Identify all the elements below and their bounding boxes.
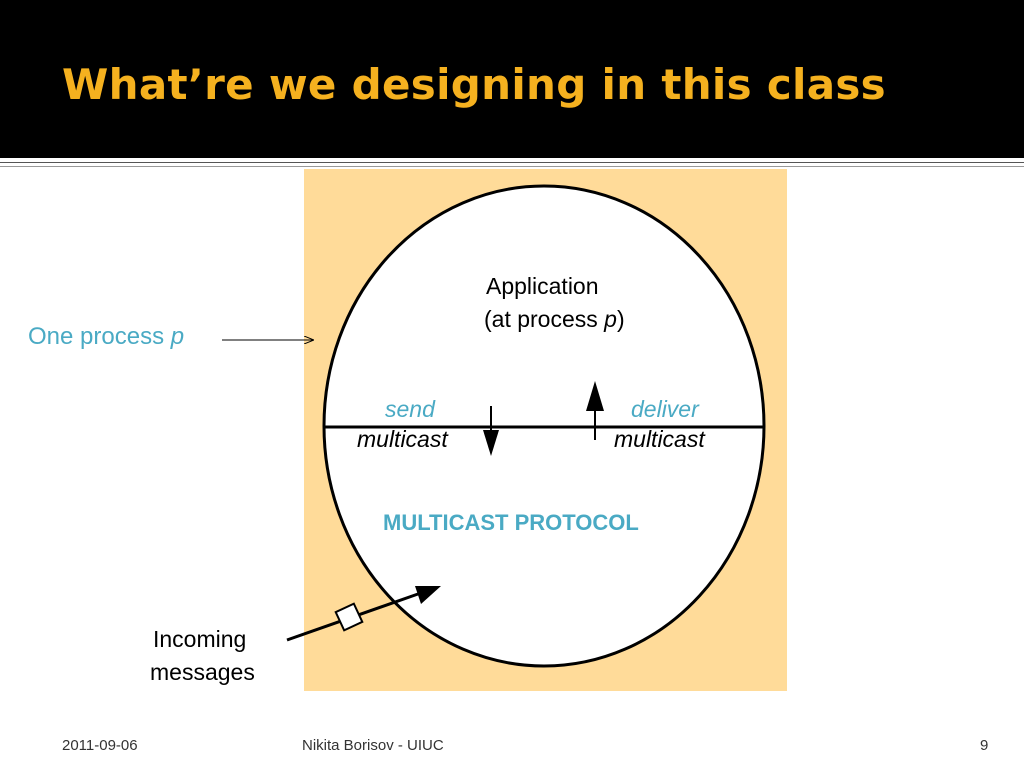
at-process-text: (at process [484,306,605,332]
deliver-arrow [586,381,604,440]
at-process-var: p [604,306,617,332]
message-packet-icon [334,602,364,632]
send-multicast-label: multicast [357,426,448,452]
process-var: p [170,323,185,350]
application-text: Application [486,273,599,299]
send-arrow [483,406,499,456]
multicast-protocol-label: MULTICAST PROTOCOL [383,510,639,535]
footer-page-number: 9 [980,737,989,754]
footer-date: 2011-09-06 [62,737,138,754]
at-process-suffix: ) [616,306,625,332]
footer-author: Nikita Borisov - UIUC [302,737,444,754]
process-label: One process p [28,323,184,351]
send-label: send [385,396,435,422]
title-bar: What’re we designing in this class [0,0,1024,158]
incoming-label: Incoming [153,626,247,652]
messages-label: messages [150,659,255,685]
title-divider-line [0,162,1024,163]
title-divider-line-secondary [0,166,1024,167]
application-label: Application [486,273,599,300]
process-label-text: One process [28,323,165,350]
deliver-multicast-label: multicast [614,426,705,452]
slide-title: What’re we designing in this class [62,60,886,109]
deliver-label: deliver [631,396,699,422]
application-process-label: (at process p) [484,306,625,333]
